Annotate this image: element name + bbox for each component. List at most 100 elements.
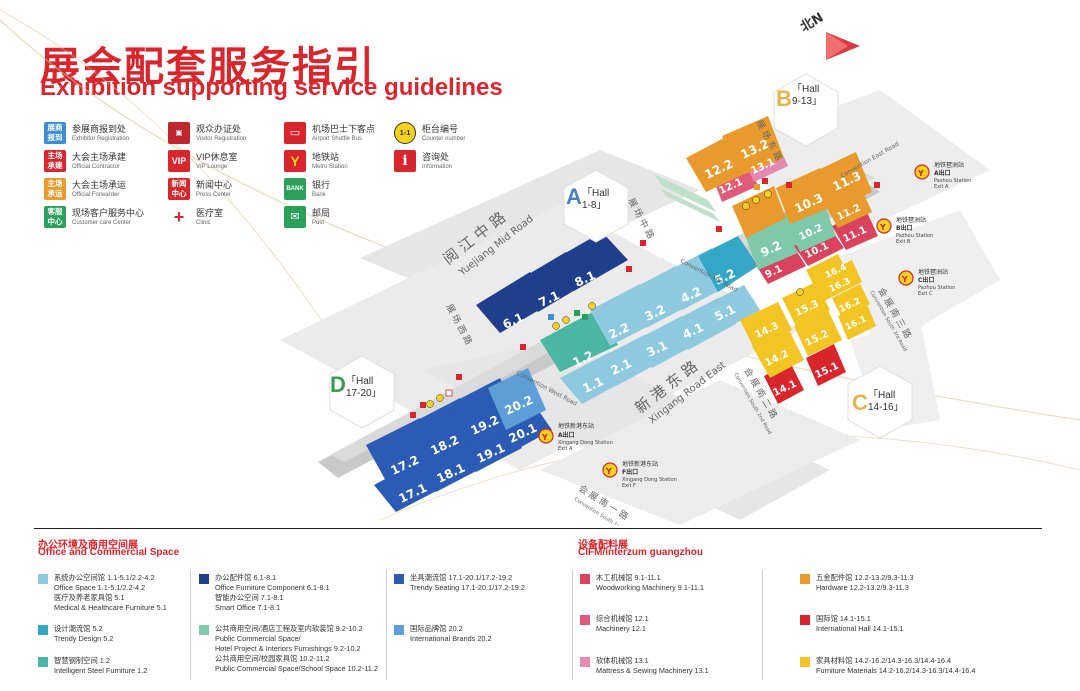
station-name-en: Pazhou Station: [918, 285, 955, 291]
information-icon: [716, 226, 722, 232]
information-icon: [626, 266, 632, 272]
legend-line: 医疗及养老家具馆 5.1: [54, 593, 125, 602]
hall-group-6-8: [476, 232, 628, 333]
station-name: 地铁新港东站: [622, 460, 658, 468]
information-icon: i: [394, 150, 416, 172]
legend-line: 智慧钢制空间 1.2: [54, 656, 110, 665]
color-swatch: [800, 574, 810, 584]
color-swatch: [38, 625, 48, 635]
shuttle-bus-icon: ▭: [284, 122, 306, 144]
press-center-icon: 新闻中心: [168, 178, 190, 200]
hall-5-1: [704, 285, 760, 332]
svg-text:Y: Y: [605, 467, 612, 476]
divider: [190, 570, 191, 680]
ground-area: [830, 210, 1000, 350]
page-title-cn: 展会配套服务指引: [40, 44, 376, 90]
post-icon: ✉: [284, 206, 306, 228]
station-name-en: Pazhou Station: [934, 178, 971, 184]
legend-line: Hotel Project & Interiors Furnishings 9.…: [215, 644, 361, 653]
legend-line: 国际品牌馆 20.2: [410, 624, 463, 633]
customer-care-icon: 客服中心: [44, 206, 66, 228]
clinic-icon: +: [168, 206, 190, 228]
legend-en: Official Forwarder: [72, 192, 120, 198]
clinic-icon: [445, 389, 453, 397]
legend-en: Clinic: [196, 220, 211, 226]
hall-11-1: [832, 210, 878, 250]
legend-line: 智能办公空间 7.1-8.1: [215, 593, 284, 602]
hall-16-4: [806, 254, 854, 302]
hall-group-17-20: [366, 368, 552, 512]
hall-legend-item: 软体机械馆 13.1 Mattress & Sewing Machinery 1…: [580, 656, 709, 676]
legend-line: 系统办公空间馆 1.1-5.1/2.2-4.2: [54, 573, 155, 582]
legend-cn: 咨询处: [422, 152, 450, 162]
hall-legend-item: 坐具潮流馆 17.1-20.1/17.2-19.2 Trendy Seating…: [394, 573, 525, 593]
station-name: 地铁琶洲站: [896, 216, 926, 224]
station-exit: F出口: [622, 468, 638, 476]
legend-line: Woodworking Machinery 9.1-11.1: [596, 583, 705, 592]
legend-en: Metro Station: [312, 164, 348, 170]
station-name-en: Xingang Dong Station: [622, 477, 677, 483]
service-markers: [410, 178, 880, 418]
counter-number-icon: [552, 322, 560, 330]
customer-care-icon: [574, 310, 580, 316]
hall-20-2: [488, 368, 546, 430]
legend-line: Medical & Healthcare Furniture 5.1: [54, 603, 167, 612]
legend-en: Customer care Center: [72, 220, 132, 226]
legend-line: 坐具潮流馆 17.1-20.1/17.2-19.2: [410, 573, 513, 582]
color-swatch: [38, 574, 48, 584]
hall-15-1: [806, 344, 846, 386]
hall-legend-item: 五金配件馆 12.2-13.2/9.3-11.3 Hardware 12.2-1…: [800, 573, 914, 593]
counter-number-icon: [436, 394, 444, 402]
svg-text:Y: Y: [879, 223, 886, 232]
legend-line: 国际馆 14.1-15.1: [816, 614, 871, 623]
legend-line: 木工机械馆 9.1-11.1: [596, 573, 661, 582]
legend-line: Intelligent Steel Furniture 1.2: [54, 666, 148, 675]
hall-5-2: [698, 236, 758, 292]
shuttle-bus-icon: [786, 182, 792, 188]
legend-cn: 大会主场承建: [72, 152, 127, 162]
legend-item: ▭ 机场巴士下客点 Airport Shuttle Bus: [284, 122, 404, 144]
official-forwarder-icon: [754, 184, 760, 190]
metro-station-icon: [898, 270, 914, 286]
station-exit-en: Exit F: [622, 483, 636, 489]
svg-text:Y: Y: [901, 275, 908, 284]
color-swatch: [199, 625, 209, 635]
section-office-cn: 办公环境及商用空间展: [38, 540, 138, 551]
station-exit: B出口: [896, 224, 913, 232]
hall-13-2: [722, 116, 784, 176]
hall-legend-item: 木工机械馆 9.1-11.1 Woodworking Machinery 9.1…: [580, 573, 704, 593]
color-swatch: [394, 574, 404, 584]
annex-building: [654, 174, 716, 212]
metro-station-icon: [602, 462, 618, 478]
hall-8-1: [548, 232, 628, 291]
legend-line: 公共商用空间/酒店工程及室内软装馆 9.2-10.2: [215, 624, 363, 633]
station-name: 地铁新港东站: [558, 422, 594, 430]
legend-en: Visitor Registration: [196, 136, 247, 142]
legend-line: International Hall 14.1-15.1: [816, 624, 904, 633]
legend-en: Airport Shuttle Bus: [312, 136, 363, 142]
legend-line: 设计潮流馆 5.2: [54, 624, 103, 633]
counter-number-icon: [426, 400, 434, 408]
hall-legend-item: 系统办公空间馆 1.1-5.1/2.2-4.2 Office Space 1.1…: [38, 573, 167, 613]
station-name: 地铁琶洲站: [934, 161, 964, 169]
hall-11-2: [826, 190, 872, 228]
hall-9-3: [732, 186, 786, 238]
legend-en: Bank: [312, 192, 326, 198]
color-swatch: [580, 657, 590, 667]
hall-legend-item: 国际馆 14.1-15.1 International Hall 14.1-15…: [800, 614, 904, 634]
exhibitor-registration-icon: 展商报到: [44, 122, 66, 144]
station-name-en: Xingang Dong Station: [558, 440, 613, 446]
shuttle-bus-icon: [520, 344, 526, 350]
legend-cn: 机场巴士下客点: [312, 124, 376, 134]
legend-line: 五金配件馆 12.2-13.2/9.3-11.3: [816, 573, 914, 582]
